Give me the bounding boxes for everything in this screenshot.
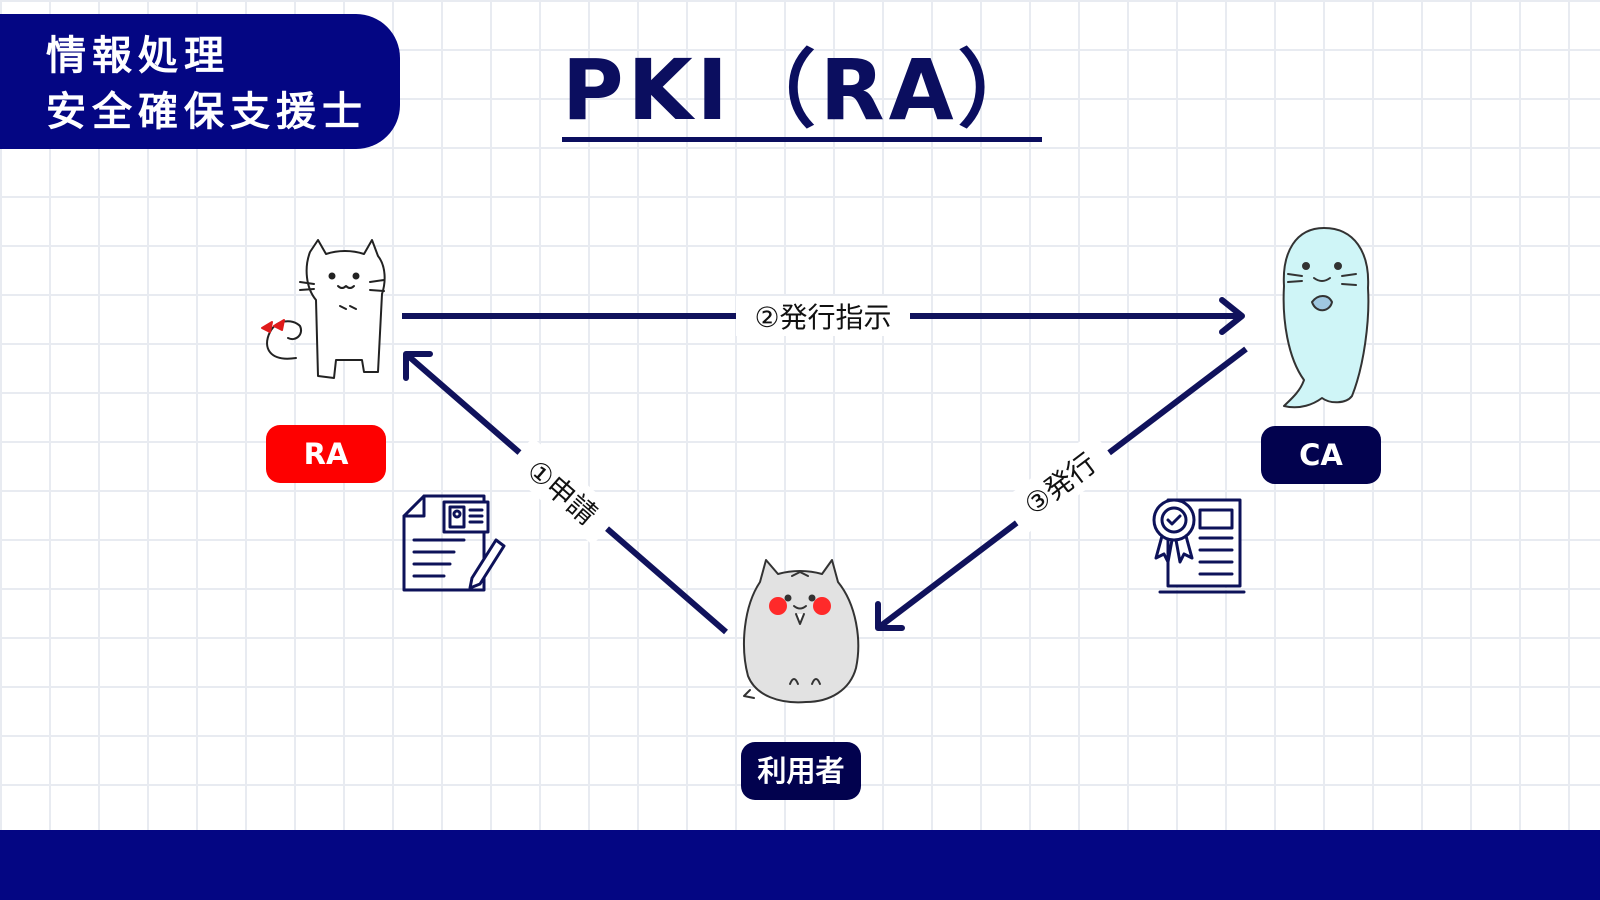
edge-instruct: ②発行指示: [402, 296, 1245, 336]
brand-line-2: 安全確保支援士: [46, 89, 368, 135]
application-form-icon: [402, 494, 506, 592]
node-label-ca: CA: [1261, 426, 1381, 484]
brand-badge: 情報処理 安全確保支援士: [0, 14, 400, 149]
certificate-icon: [1152, 498, 1246, 594]
footer-bar: [0, 830, 1600, 900]
edge-label-instruct: ②発行指示: [754, 301, 891, 334]
page-title: PKI（RA）: [562, 40, 1042, 142]
brand-line-1: 情報処理: [46, 33, 230, 79]
node-label-user: 利用者: [741, 742, 861, 800]
seal-icon: [1282, 227, 1370, 409]
hamster-icon: [743, 559, 860, 704]
cat-icon: [261, 239, 386, 379]
node-label-ra: RA: [266, 425, 386, 483]
